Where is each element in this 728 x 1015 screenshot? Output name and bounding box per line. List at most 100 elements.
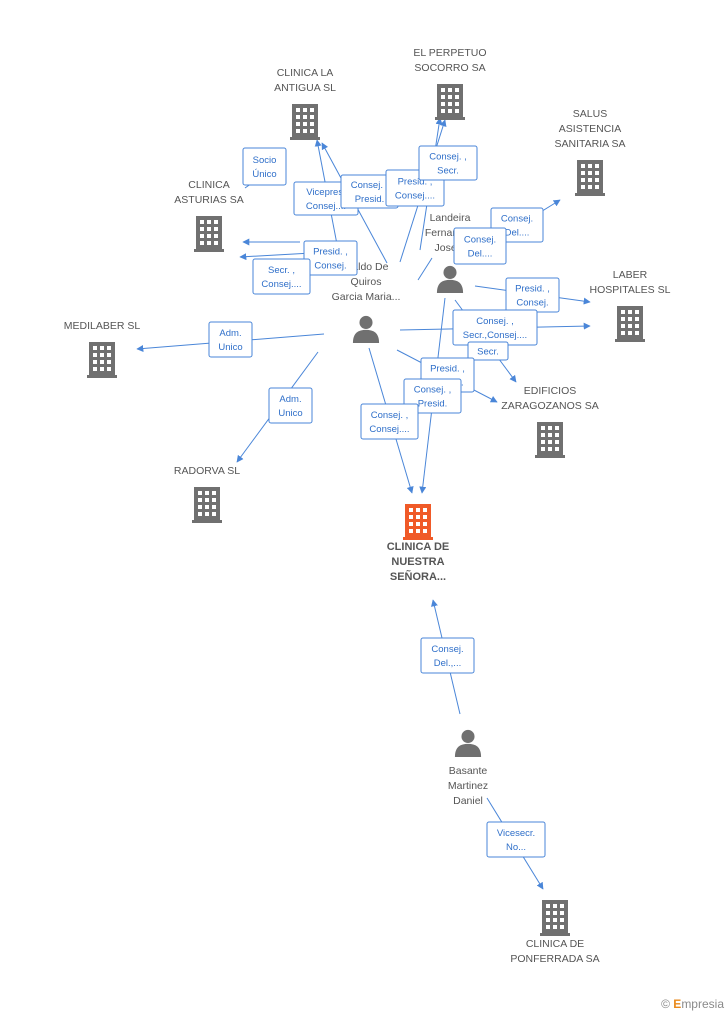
edge-label-text: Del.... — [505, 228, 530, 239]
company-node-main[interactable]: CLINICA DENUESTRASEÑORA... — [387, 504, 450, 583]
edge-label-text: Consej. , — [371, 410, 409, 421]
edge-label-text: Secr. — [477, 347, 499, 358]
company-label-line: MEDILABER SL — [64, 320, 141, 332]
company-label-line: ASTURIAS SA — [174, 194, 243, 206]
edge-label-l17[interactable]: Consej. ,Consej.... — [360, 403, 419, 440]
edge-label-l7[interactable]: Consej.Del.... — [453, 227, 507, 265]
company-label-line: EDIFICIOS — [524, 385, 577, 397]
edge-label-l3[interactable]: Consej. , Presid. — [340, 174, 399, 209]
person-label-line: Landeira — [430, 212, 471, 224]
person-label-line: Basante — [449, 765, 488, 777]
edge-label-text: Consej. , — [351, 180, 389, 191]
person-label-line: Daniel — [453, 795, 483, 807]
edge-label-l12[interactable]: Secr. — [467, 341, 509, 361]
company-label-line: ZARAGOZANOS SA — [501, 400, 598, 412]
building-icon — [403, 504, 433, 540]
edge-label-text: Del.,... — [434, 658, 461, 669]
edge-label-text: Consej.... — [395, 191, 435, 202]
edge-label-l8[interactable]: Presid. , Consej. — [303, 240, 358, 276]
person-icon — [454, 729, 482, 757]
company-node-edificios[interactable]: EDIFICIOS ZARAGOZANOS SA — [501, 385, 599, 458]
edge-label-text: Secr. , — [268, 265, 295, 276]
edge-label-text: Consej. — [314, 261, 346, 272]
edge-label-box — [242, 147, 287, 186]
edge-label-text: Consej. , — [414, 385, 452, 396]
edge-label-text: Secr.,Consej.... — [463, 330, 527, 341]
edge-label-text: Secr. — [437, 166, 459, 177]
person-label-line: Garcia Maria... — [332, 291, 401, 303]
edge-label-box — [252, 258, 311, 295]
edge-label-text: Único — [252, 169, 276, 180]
building-icon — [194, 216, 224, 252]
company-label-line: EL PERPETUO — [413, 47, 486, 59]
edge-label-box — [208, 321, 253, 358]
edge-label-l18[interactable]: Consej. Del.,... — [420, 637, 475, 674]
edge-label-l19[interactable]: Vicesecr.No... — [486, 821, 546, 858]
edge-label-l13[interactable]: Adm. Unico — [208, 321, 253, 358]
company-label-line: NUESTRA — [391, 556, 444, 568]
edge-label-l16[interactable]: Adm. Unico — [268, 387, 313, 424]
edge-label-text: Consej. — [431, 644, 463, 655]
edge-label-l5[interactable]: Consej. ,Secr. — [418, 145, 478, 181]
edge-label-box — [268, 387, 313, 424]
edge-label-text: Vicepres. — [306, 187, 345, 198]
edge-label-text: Socio — [253, 155, 277, 166]
company-label-line: SOCORRO SA — [414, 62, 485, 74]
company-node-radorva[interactable]: RADORVA SL — [174, 465, 240, 523]
company-label-line: LABER — [613, 269, 648, 281]
building-icon — [575, 160, 605, 196]
edge-label-text: Presid. — [355, 194, 385, 205]
building-icon — [540, 900, 570, 936]
company-label-line: CLINICA LA — [277, 67, 334, 79]
edge-label-box — [420, 637, 475, 674]
footer-brand[interactable]: © Empresia — [661, 997, 724, 1011]
edge-label-text: Presid. , — [313, 247, 348, 258]
edge-label-text: Consej. — [501, 214, 533, 225]
edge-label-box — [467, 341, 509, 361]
edge-label-text: Adm. — [279, 394, 301, 405]
edge-label-l10[interactable]: Presid. , Consej. — [505, 277, 560, 313]
person-label-line: Martinez — [448, 780, 488, 792]
edge-label-text: Adm. — [219, 328, 241, 339]
building-icon — [192, 487, 222, 523]
edge-line — [417, 257, 433, 281]
edge-label-l15[interactable]: Consej. ,Presid. — [403, 378, 462, 414]
edge-label-text: Presid. , — [398, 177, 433, 188]
company-label-line: SEÑORA... — [390, 570, 446, 583]
edge-label-l11[interactable]: Consej. ,Secr.,Consej.... — [452, 309, 538, 346]
edge-label-box — [418, 145, 478, 181]
company-label-line: CLINICA DE — [526, 938, 584, 950]
edge-label-box — [453, 227, 507, 265]
edge-label-text: Presid. , — [515, 284, 550, 295]
edge-label-text: Presid. , — [430, 364, 465, 375]
edge-label-text: Unico — [278, 408, 302, 419]
edge-label-text: Consej.... — [261, 279, 301, 290]
company-label-line: ANTIGUA SL — [274, 82, 336, 94]
building-icon — [615, 306, 645, 342]
company-label-line: ASISTENCIA — [559, 123, 621, 135]
edge-label-box — [403, 378, 462, 414]
edge-label-text: Unico — [218, 342, 242, 353]
company-node-clinica_antigua[interactable]: CLINICA LA ANTIGUA SL — [274, 67, 336, 140]
company-node-medilaber[interactable]: MEDILABER SL — [64, 320, 141, 378]
company-label-line: SALUS — [573, 108, 607, 120]
edge-label-text: No... — [506, 842, 526, 853]
person-label-line: Quiros — [351, 276, 382, 288]
company-node-perpetuo[interactable]: EL PERPETUO SOCORRO SA — [413, 47, 487, 120]
edge-label-text: Del.... — [468, 249, 493, 260]
brand-initial: E — [673, 997, 682, 1011]
person-icon — [436, 265, 464, 293]
edge-label-text: Consej. — [516, 298, 548, 309]
edge-label-text: Consej.... — [306, 201, 346, 212]
edge-label-box — [486, 821, 546, 858]
edge-label-l9[interactable]: Secr. , Consej.... — [252, 258, 311, 295]
brand-name: mpresia — [681, 997, 724, 1011]
